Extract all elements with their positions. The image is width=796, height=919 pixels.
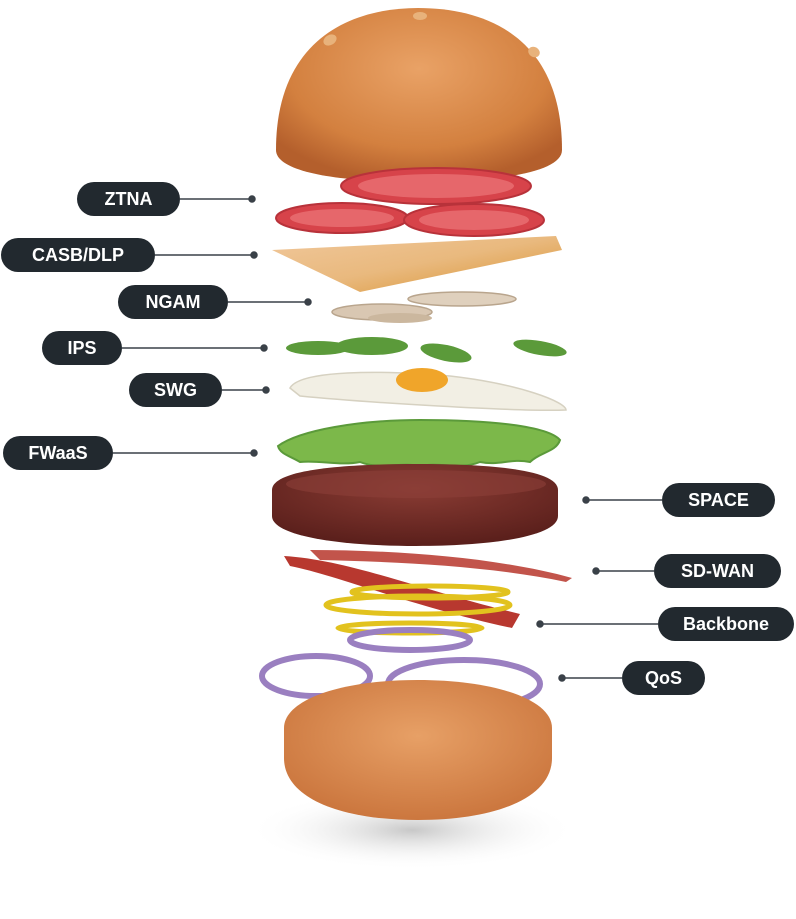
- top-bun: [276, 8, 562, 182]
- label-qos: QoS: [622, 661, 705, 695]
- mushroom-slices: [331, 291, 517, 323]
- label-sd-wan: SD-WAN: [654, 554, 781, 588]
- label-casb-dlp: CASB/DLP: [1, 238, 155, 272]
- label-backbone: Backbone: [658, 607, 794, 641]
- fried-egg: [289, 368, 567, 411]
- cheese-slice: [272, 236, 562, 292]
- label-space: SPACE: [662, 483, 775, 517]
- connector-lines: [113, 195, 662, 682]
- label-ngam: NGAM: [118, 285, 228, 319]
- patty: [272, 464, 558, 546]
- pickle-slices: [286, 337, 567, 363]
- label-fwaas: FWaaS: [3, 436, 113, 470]
- label-ztna: ZTNA: [77, 182, 180, 216]
- label-ips: IPS: [42, 331, 122, 365]
- lettuce-leaf: [276, 418, 562, 468]
- bacon-strips: [284, 550, 572, 628]
- label-swg: SWG: [129, 373, 222, 407]
- tomato-slices: [275, 167, 545, 237]
- bottom-bun: [284, 680, 552, 820]
